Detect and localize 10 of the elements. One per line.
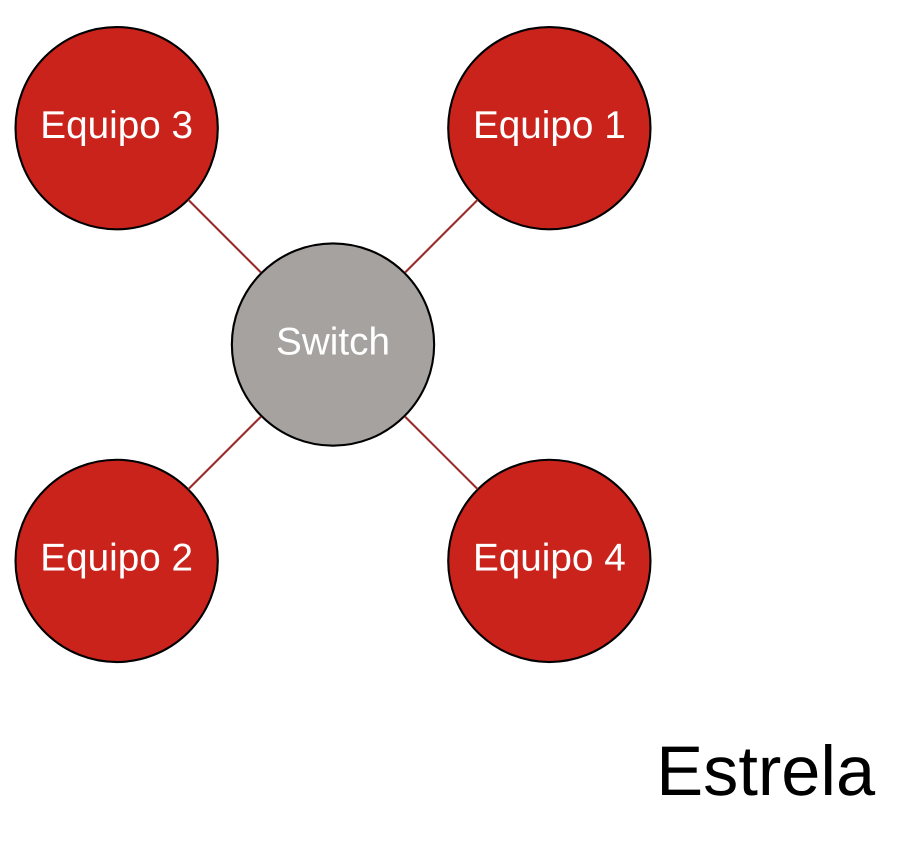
node-circle: Equipo 3 [14, 26, 219, 230]
node-circle: Equipo 4 [447, 458, 652, 664]
node-circle: Switch [230, 242, 436, 447]
connector [404, 416, 478, 490]
connector [404, 199, 478, 274]
node-circle: Equipo 1 [447, 26, 652, 230]
connector [188, 416, 262, 490]
connector [188, 199, 262, 274]
label: Estrela [656, 730, 876, 810]
node-circle: Equipo 2 [14, 458, 219, 664]
